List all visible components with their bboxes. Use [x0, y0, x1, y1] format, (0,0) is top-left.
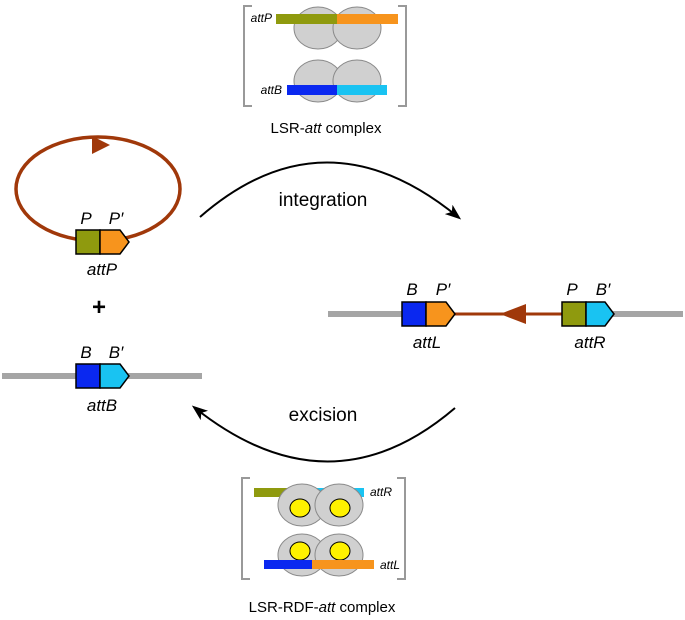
attP-P-half-box — [75, 229, 101, 255]
excision-reaction: excision — [191, 405, 456, 463]
plus-sign: + — [92, 294, 106, 321]
attP-P-half-bar — [276, 14, 337, 24]
attB-site-name: attB — [87, 396, 117, 415]
attP-Pprime-label: P′ — [109, 209, 124, 228]
rdf-protein — [329, 498, 351, 518]
attL-label: attL — [380, 558, 400, 572]
lsr-protein — [332, 59, 382, 103]
integration-arrow — [199, 161, 462, 220]
attB-B-half-bar — [287, 85, 337, 95]
attR-Bprime-label: B′ — [596, 280, 611, 299]
lsr-att-complex-caption: LSR-att complex — [271, 120, 382, 137]
attB-B-half-box — [75, 363, 101, 389]
excision-label: excision — [289, 405, 358, 426]
attB-Bprime-half-bar — [337, 85, 387, 95]
attL-B-half-box — [401, 301, 427, 327]
attL-B-label: B — [406, 280, 417, 299]
attB-Bprime-label: B′ — [109, 343, 124, 362]
attP-site-name: attP — [87, 260, 118, 279]
integration-reaction: integration — [199, 161, 462, 220]
attP-plasmid: P P′ attP — [14, 135, 182, 279]
attB-Bprime-half-box — [99, 363, 130, 389]
attL-Pprime-half-bar — [312, 560, 374, 569]
attP-Pprime-half-box — [99, 229, 130, 255]
excision-arrow — [191, 405, 456, 463]
integrated-product: B P′ attL P B′ attR — [328, 280, 683, 352]
right-bracket — [397, 477, 406, 580]
attR-Bprime-half-box — [585, 301, 615, 327]
integration-label: integration — [279, 190, 368, 211]
attB-B-label: B — [80, 343, 91, 362]
attR-P-label: P — [566, 280, 578, 299]
right-bracket — [398, 5, 407, 107]
rdf-protein — [289, 498, 311, 518]
attR-P-half-box — [561, 301, 587, 327]
lsr-protein — [332, 6, 382, 50]
plasmid-direction-arrow — [92, 136, 110, 154]
attL-Pprime-label: P′ — [436, 280, 451, 299]
integrated-plasmid-arrow — [500, 304, 526, 324]
attR-label: attR — [370, 485, 392, 499]
attR-site-name: attR — [574, 333, 605, 352]
attP-Pprime-half-bar — [337, 14, 398, 24]
plasmid-circle — [14, 135, 182, 243]
attL-B-half-bar — [264, 560, 312, 569]
attP-label: attP — [251, 11, 272, 25]
left-bracket — [243, 5, 252, 107]
attP-P-label: P — [80, 209, 92, 228]
rdf-protein — [289, 541, 311, 561]
attB-label: attB — [261, 83, 282, 97]
rdf-protein — [329, 541, 351, 561]
lsr-rdf-att-complex: attR attL LSR-RDF-att complex — [241, 477, 406, 616]
lsr-att-complex: attP attB LSR-att complex — [243, 5, 407, 137]
attL-site-name: attL — [413, 333, 441, 352]
left-bracket — [241, 477, 250, 580]
attL-Pprime-half-box — [425, 301, 456, 327]
lsr-rdf-att-complex-caption: LSR-RDF-att complex — [249, 599, 396, 616]
attB-chromosome: B B′ attB — [2, 343, 202, 415]
